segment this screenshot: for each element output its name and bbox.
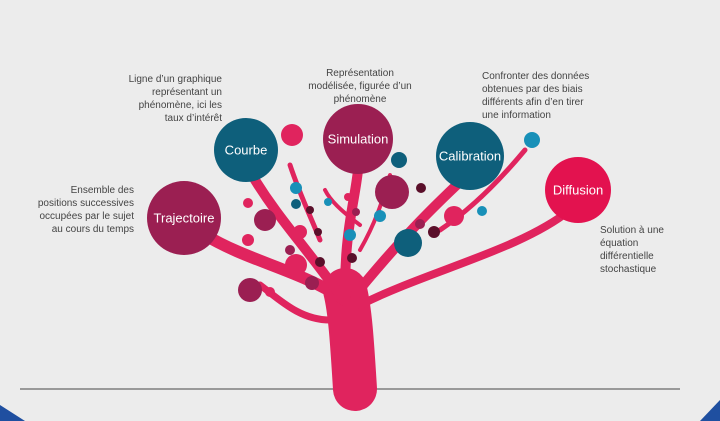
- node-circle-simulation: [323, 104, 393, 174]
- node-circle-calibration: [436, 122, 504, 190]
- corner-right: [700, 400, 720, 421]
- description-diffusion: Solution à une équation différentielle s…: [600, 225, 664, 275]
- description-courbe: Ligne d’un graphique représentant un phé…: [128, 74, 222, 124]
- node-courbe: Courbe: [224, 142, 268, 158]
- description-simulation: Représentation modélisée, figurée d’un p…: [308, 68, 412, 105]
- node-circle-courbe: [214, 118, 278, 182]
- node-circle-trajectoire: [147, 181, 221, 255]
- node-diffusion: Diffusion: [552, 182, 604, 198]
- description-calibration: Confronter des données obtenues par des …: [482, 71, 590, 121]
- decorative-dots: [238, 124, 540, 302]
- node-calibration: Calibration: [438, 148, 502, 164]
- corner-left: [0, 405, 25, 421]
- description-trajectoire: Ensemble des positions successives occup…: [37, 185, 134, 235]
- node-simulation: Simulation: [327, 131, 389, 147]
- node-trajectoire: Trajectoire: [153, 210, 215, 226]
- node-circle-diffusion: [545, 157, 611, 223]
